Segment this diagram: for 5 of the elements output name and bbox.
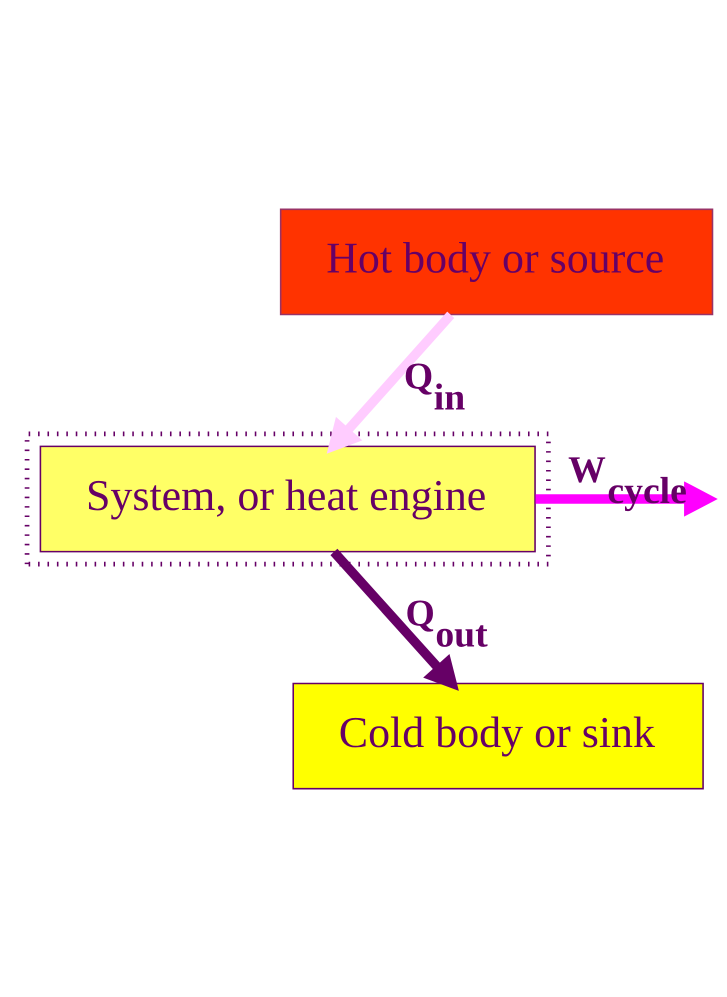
node-box: Cold body or sink	[292, 682, 704, 789]
cluster	[24, 430, 551, 566]
node-box: System, or heat engine	[40, 445, 536, 552]
node-box: Hot body or source	[280, 208, 714, 315]
arrow	[326, 311, 454, 454]
